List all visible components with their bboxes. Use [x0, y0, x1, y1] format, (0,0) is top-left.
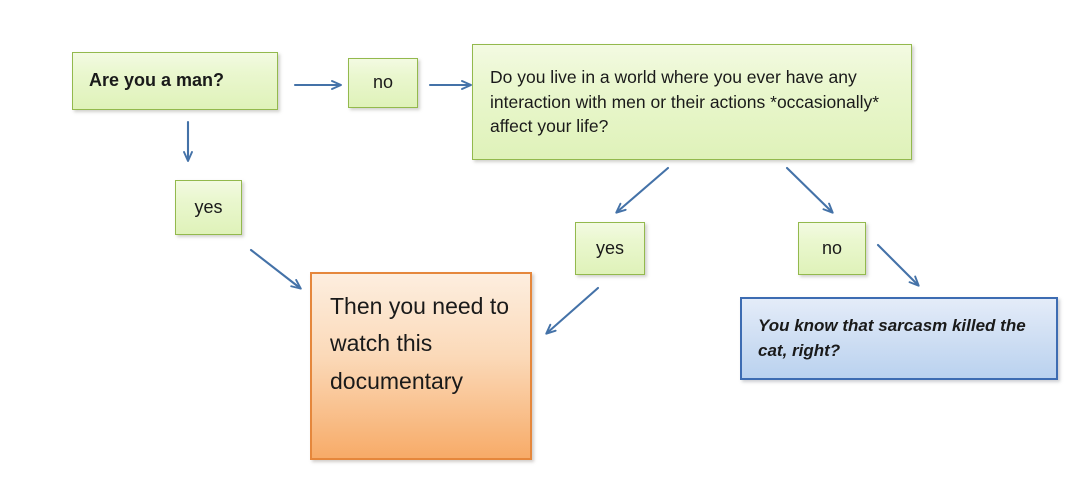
arrow-no-to-sarcasm — [876, 243, 920, 287]
arrow-world-to-no — [785, 166, 834, 214]
node-label-no-right[interactable]: no — [798, 222, 866, 275]
node-outcome-sarcasm[interactable]: You know that sarcasm killed the cat, ri… — [740, 297, 1058, 380]
node-label-yes-left[interactable]: yes — [175, 180, 242, 235]
node-label: Do you live in a world where you ever ha… — [490, 66, 884, 137]
node-label: You know that sarcasm killed the cat, ri… — [758, 316, 1031, 360]
arrow-world-to-yes — [615, 166, 670, 214]
node-label: Are you a man? — [89, 70, 225, 91]
node-label: yes — [595, 237, 624, 258]
arrow-yes-to-documentary — [249, 248, 302, 290]
node-question-are-you-a-man[interactable]: Are you a man? — [72, 52, 278, 110]
node-label: yes — [194, 196, 223, 217]
node-label: Then you need to watch this documentary — [330, 293, 516, 394]
node-label: no — [372, 72, 394, 93]
node-label-yes-middle[interactable]: yes — [575, 222, 645, 275]
node-label: no — [821, 237, 843, 258]
node-label-no-top[interactable]: no — [348, 58, 418, 108]
arrow-yes-to-documentary-2 — [545, 286, 600, 335]
node-question-world[interactable]: Do you live in a world where you ever ha… — [472, 44, 912, 160]
node-outcome-documentary[interactable]: Then you need to watch this documentary — [310, 272, 532, 460]
